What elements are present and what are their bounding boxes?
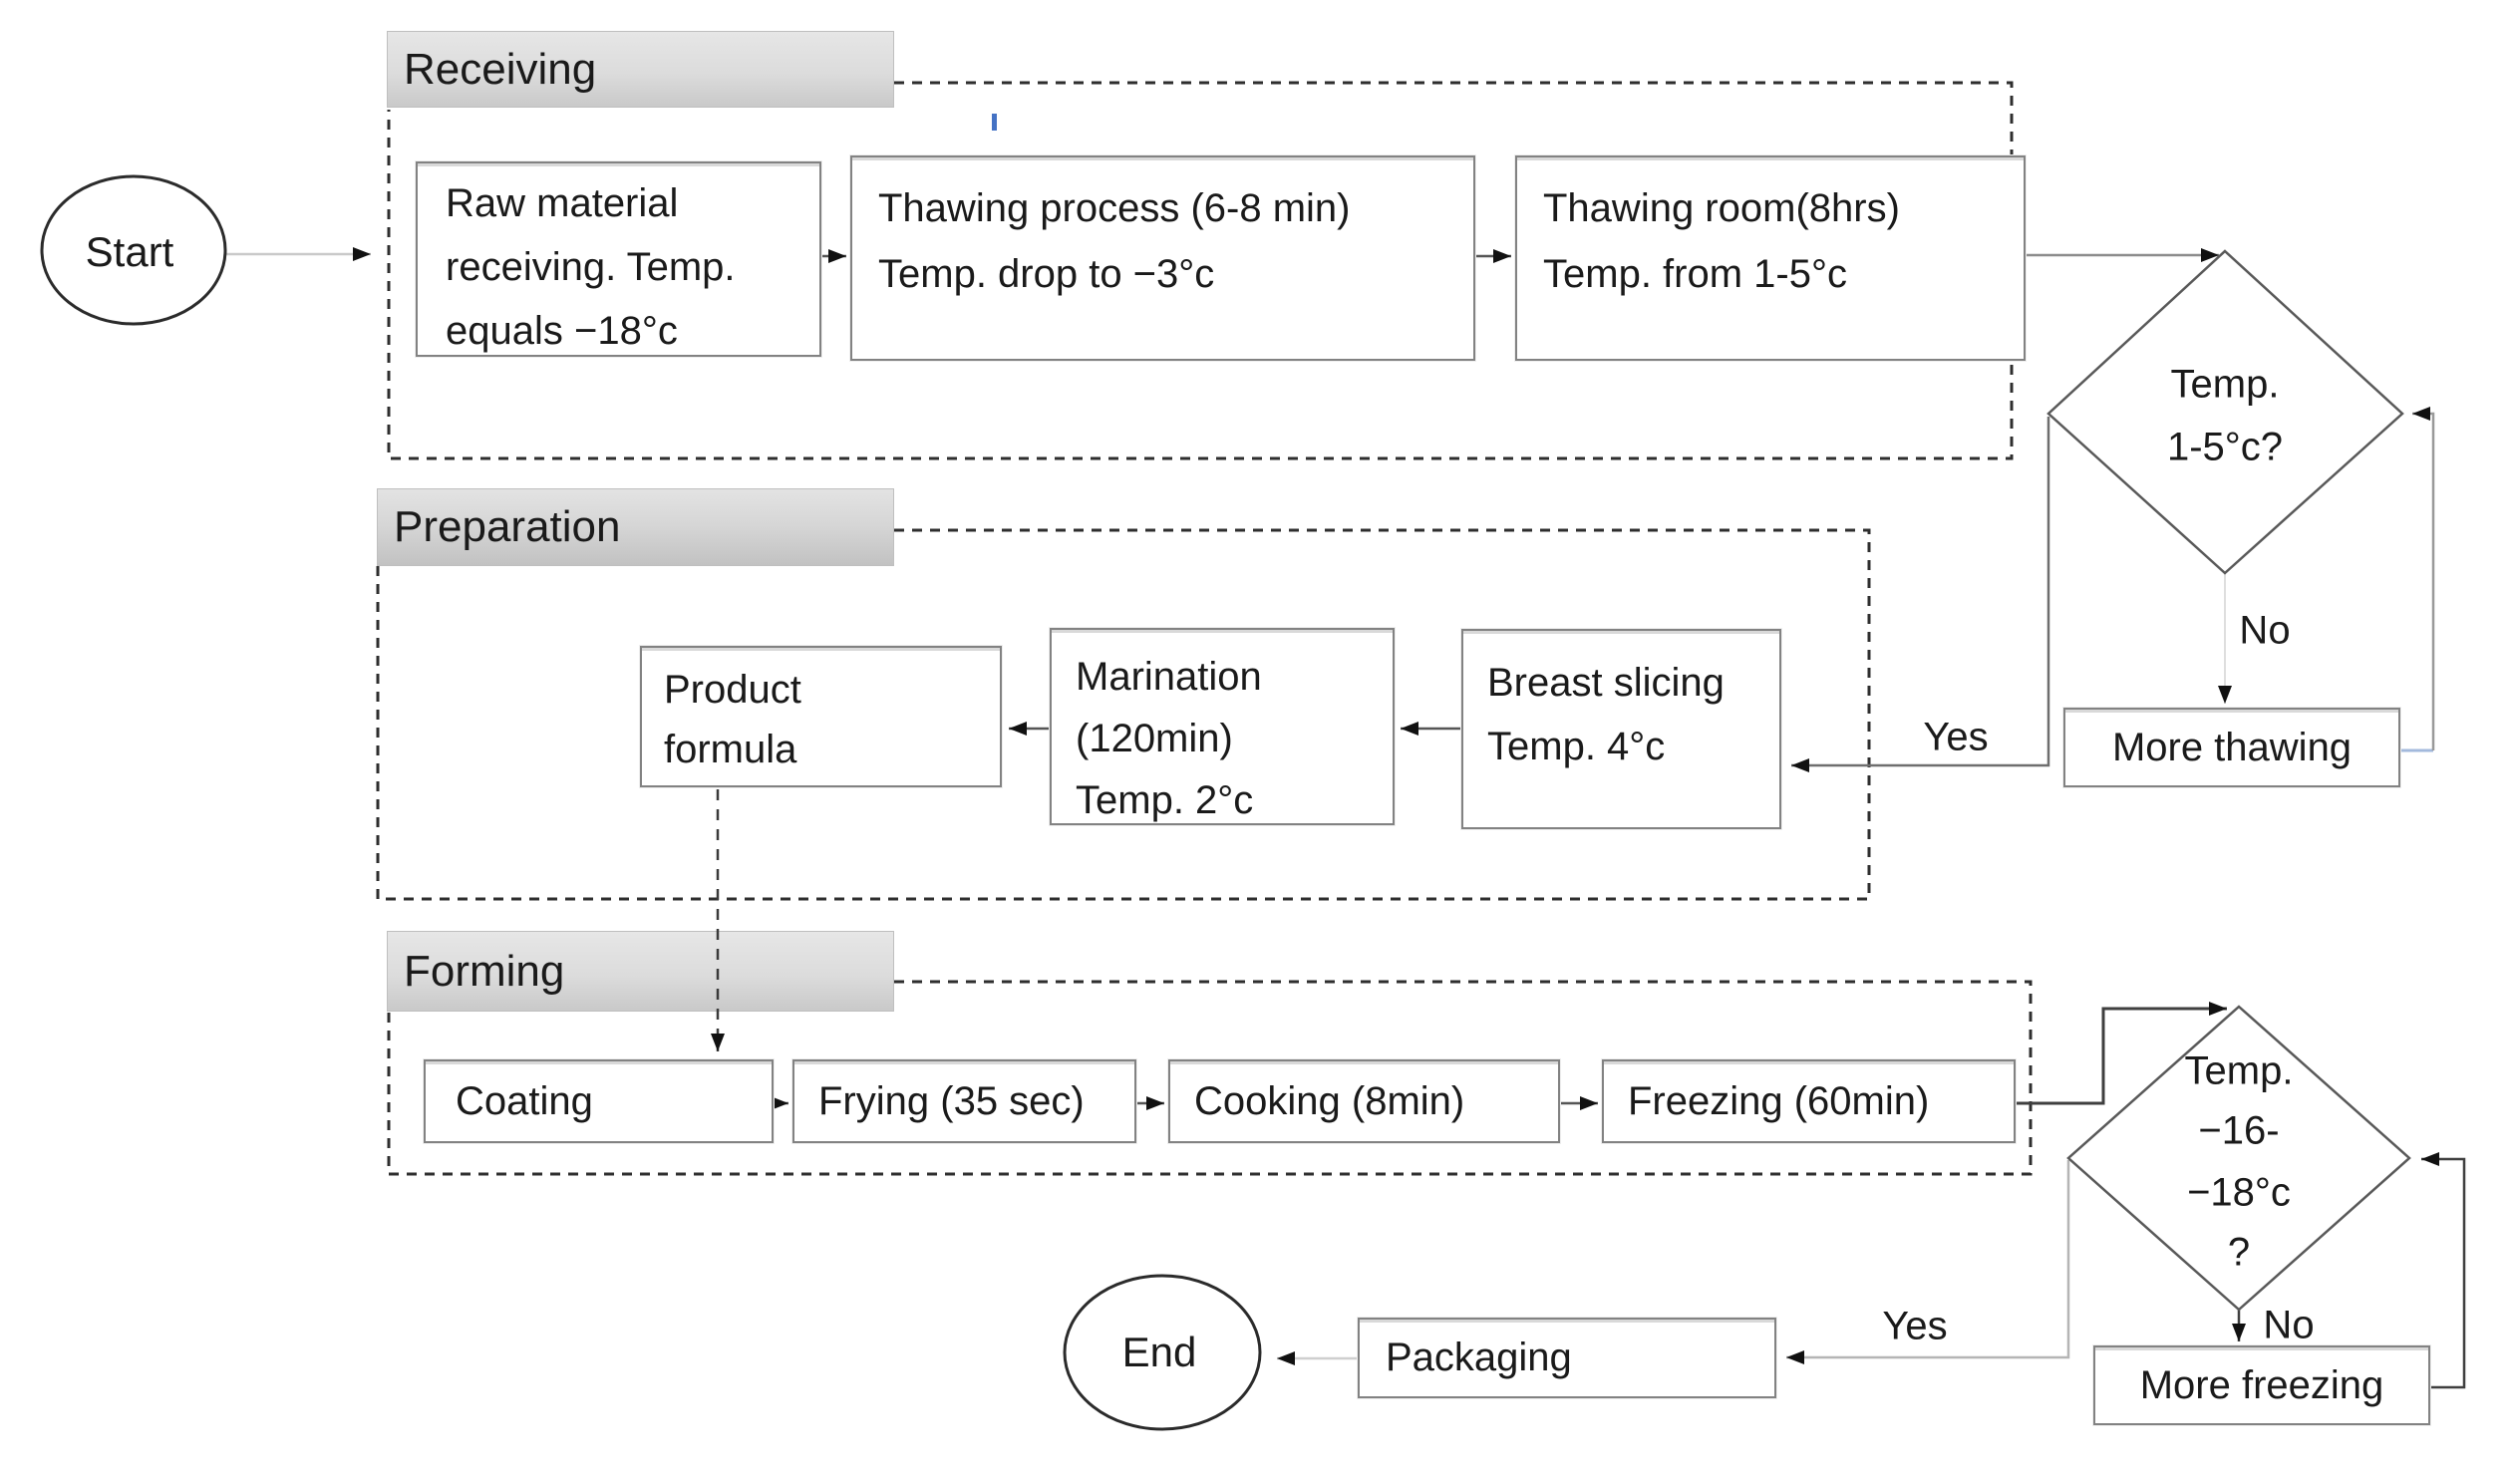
step-text: Temp. 4°c <box>1487 725 1666 768</box>
step-text: Frying (35 sec) <box>818 1079 1085 1123</box>
section-header-receiving: Receiving <box>387 31 894 108</box>
step-packaging: Packaging <box>1358 1318 1776 1398</box>
step-text: Freezing (60min) <box>1628 1079 1930 1123</box>
thawing-check-text-line2: 1-5°c? <box>2166 425 2284 469</box>
step-text: Thawing room(8hrs) <box>1543 186 1900 230</box>
step-text: Cooking (8min) <box>1194 1079 1465 1123</box>
step-more-thawing: More thawing <box>2063 708 2400 787</box>
arrow-thawing-check-yes-to-breast-slicing <box>1791 417 2050 772</box>
step-text: Breast slicing <box>1487 661 1725 705</box>
freezing-check-no-label: No <box>2263 1303 2315 1347</box>
step-text: Product <box>664 668 801 712</box>
start-label: Start <box>85 228 174 275</box>
section-header-preparation: Preparation <box>377 488 894 566</box>
step-text: Temp. 2°c <box>1076 778 1254 822</box>
step-frying: Frying (35 sec) <box>792 1059 1136 1143</box>
stray-blue-mark <box>992 114 997 131</box>
section-title: Preparation <box>394 502 621 551</box>
step-text: Temp. from 1-5°c <box>1543 252 1847 296</box>
step-text: Raw material <box>446 181 679 225</box>
step-coating: Coating <box>424 1059 774 1143</box>
freezing-check-text-line2: −16- <box>2198 1108 2280 1153</box>
thawing-check-text-line1: Temp. <box>2170 362 2280 407</box>
section-title: Receiving <box>404 44 597 94</box>
section-title: Forming <box>404 946 565 996</box>
step-text: More freezing <box>2139 1363 2384 1407</box>
step-breast-slicing: Breast slicing Temp. 4°c <box>1461 629 1781 829</box>
step-text: (120min) <box>1076 717 1233 760</box>
step-text: equals −18°c <box>446 309 678 353</box>
step-text: Temp. drop to −3°c <box>878 252 1215 296</box>
step-text: Thawing process (6-8 min) <box>878 186 1351 230</box>
step-thawing-room: Thawing room(8hrs) Temp. from 1-5°c <box>1515 155 2026 361</box>
step-cooking: Cooking (8min) <box>1168 1059 1560 1143</box>
step-raw-material: Raw material receiving. Temp. equals −18… <box>416 161 821 357</box>
freezing-check-text-line3: −18°c <box>2187 1170 2291 1215</box>
step-marination: Marination (120min) Temp. 2°c <box>1050 628 1395 825</box>
step-freezing: Freezing (60min) <box>1602 1059 2016 1143</box>
freezing-check-yes-label: Yes <box>1882 1304 1948 1348</box>
arrow-more-thawing-back-to-thawing-check <box>2412 407 2435 750</box>
freezing-check-text-line4: ? <box>2227 1230 2251 1275</box>
step-product-formula: Product formula <box>640 646 1002 787</box>
thawing-check-yes-label: Yes <box>1923 715 1989 759</box>
step-text: receiving. Temp. <box>446 245 736 289</box>
section-header-forming: Forming <box>387 931 894 1012</box>
step-text: formula <box>664 728 797 771</box>
step-more-freezing: More freezing <box>2093 1345 2430 1425</box>
step-text: More thawing <box>2111 726 2353 769</box>
end-label: End <box>1121 1329 1197 1375</box>
thawing-check-no-label: No <box>2239 608 2291 653</box>
freezing-check-text-line1: Temp. <box>2184 1048 2294 1093</box>
step-thawing-process: Thawing process (6-8 min) Temp. drop to … <box>850 155 1475 361</box>
thawing-check-diamond <box>2046 249 2404 575</box>
step-text: Packaging <box>1386 1336 1572 1379</box>
step-text: Marination <box>1076 655 1262 699</box>
step-text: Coating <box>456 1079 593 1123</box>
